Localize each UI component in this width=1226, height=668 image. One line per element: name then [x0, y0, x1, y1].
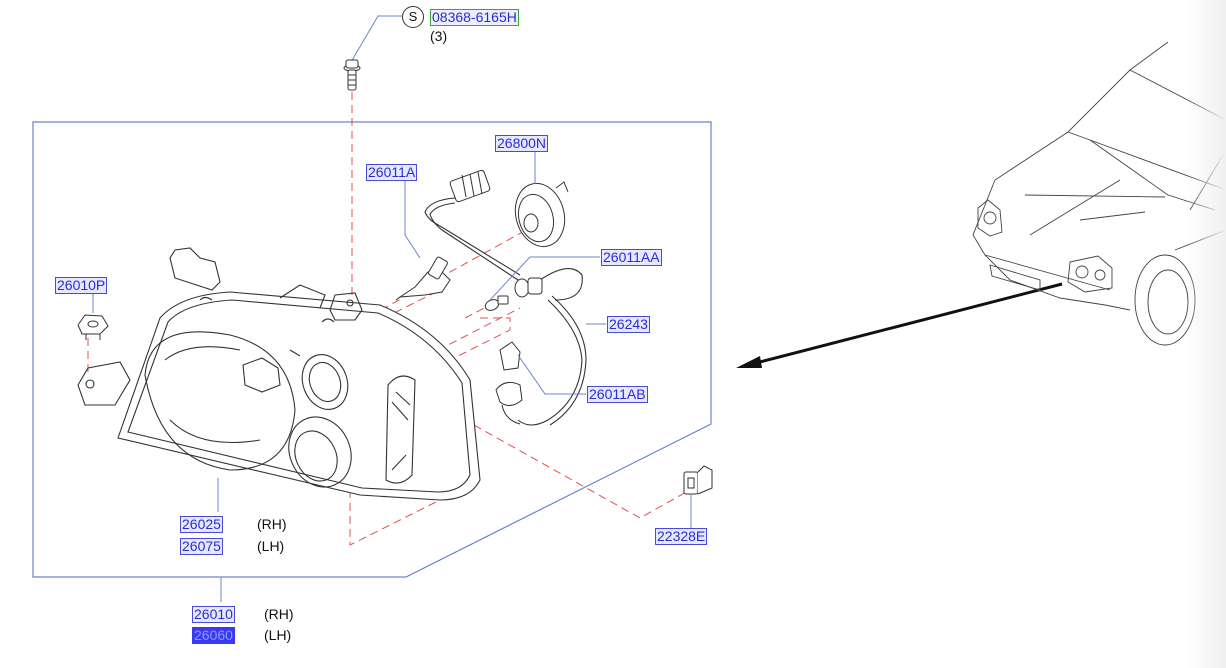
part-number-26010[interactable]: 26010 — [192, 606, 235, 623]
bolt-leader — [350, 15, 402, 63]
part-number-22328E[interactable]: 22328E — [655, 528, 708, 545]
side-label-lh: (LH) — [257, 538, 285, 554]
part-number-26060-selected[interactable]: 26060 — [192, 627, 235, 644]
edge-fade — [1186, 0, 1226, 668]
part-number-26025[interactable]: 26025 — [180, 516, 223, 533]
part-number-26075[interactable]: 26075 — [180, 538, 223, 555]
assembly-side-label-lh: (LH) — [264, 627, 292, 643]
bulb-26011AA-icon — [484, 277, 543, 311]
location-arrow — [736, 282, 1063, 368]
clip-22328E-icon — [683, 465, 713, 495]
part-number-26011A[interactable]: 26011A — [366, 164, 418, 181]
standard-part-symbol: S — [402, 6, 424, 28]
part-number-26800N[interactable]: 26800N — [495, 135, 549, 152]
side-label-rh: (RH) — [257, 516, 287, 532]
assembly-frame — [32, 121, 712, 578]
part-number-26243[interactable]: 26243 — [607, 316, 650, 333]
harness-wire-26243 — [424, 197, 587, 426]
bolt-icon — [343, 59, 361, 91]
socket-cover-26800N-icon — [514, 181, 569, 248]
part-number-26011AA[interactable]: 26011AA — [601, 249, 662, 266]
assembly-side-label-rh: (RH) — [264, 606, 294, 622]
part-leaders — [92, 151, 692, 528]
part-number-26011AB[interactable]: 26011AB — [587, 386, 648, 403]
standard-part-quantity: (3) — [430, 28, 448, 44]
part-number-26010P[interactable]: 26010P — [55, 277, 108, 294]
headlamp-housing — [77, 247, 481, 501]
socket-26011AB-icon — [495, 341, 523, 425]
grommet-26010P-icon — [77, 314, 109, 340]
bulb-26011A-icon — [395, 256, 451, 301]
part-number-08368-6165H[interactable]: 08368-6165H — [430, 9, 519, 26]
harness-connector-icon — [449, 169, 491, 203]
